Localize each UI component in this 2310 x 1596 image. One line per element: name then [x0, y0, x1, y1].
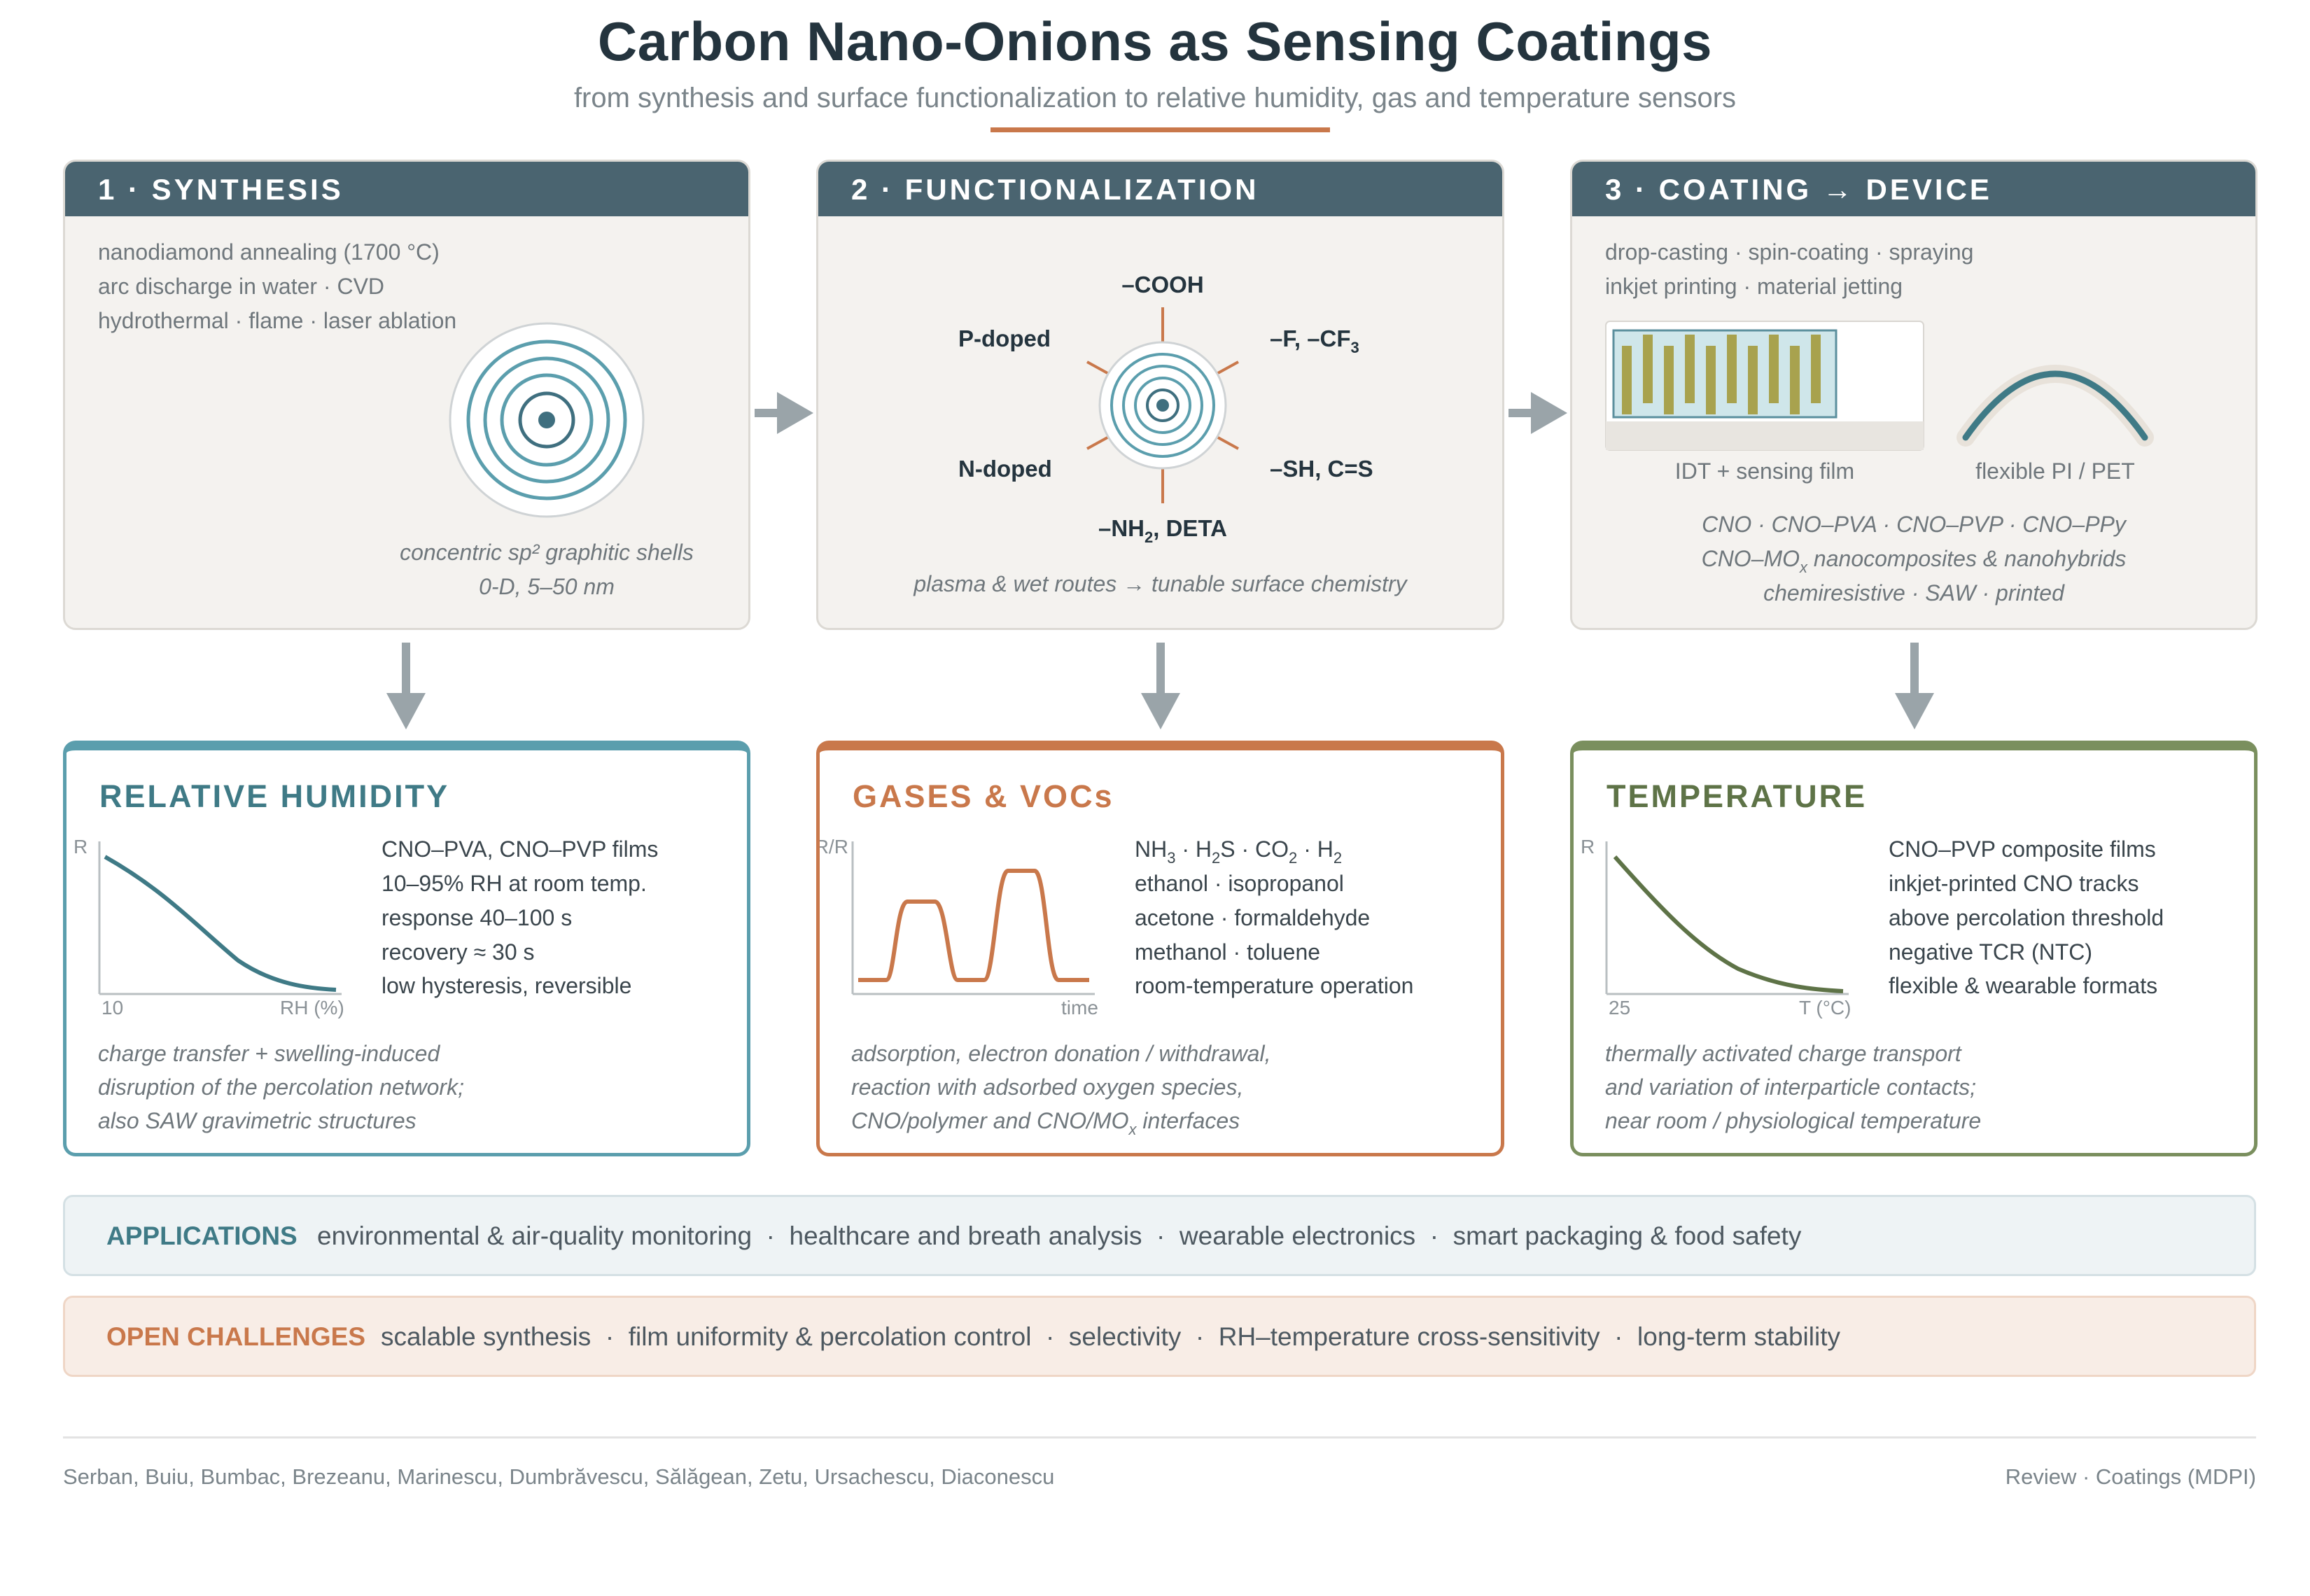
- synthesis-header: 1 · SYNTHESIS: [65, 162, 748, 216]
- group-fluorine-label: –F, –CF3: [1270, 326, 1359, 356]
- synthesis-caption: concentric sp² graphitic shells: [400, 540, 694, 565]
- temperature-note: near room / physiological temperature: [1605, 1108, 1982, 1133]
- functionalized-onion-icon: [1086, 307, 1239, 503]
- title-underline: [990, 127, 1330, 132]
- humidity-response-plot: [98, 841, 342, 995]
- temperature-fact: negative TCR (NTC): [1889, 939, 2093, 965]
- gases-fact: room-temperature operation: [1135, 973, 1414, 998]
- temperature-response-plot: [1605, 841, 1849, 995]
- sensor-types: chemiresistive · SAW · printed: [1763, 580, 2064, 606]
- functionalization-caption: plasma & wet routes → tunable surface ch…: [913, 571, 1407, 596]
- coating-method: drop-casting · spin-coating · spraying: [1605, 239, 1974, 265]
- composites-list: CNO · CNO–PVA · CNO–PVP · CNO–PPy: [1702, 512, 2126, 537]
- humidity-title: RELATIVE HUMIDITY: [99, 778, 450, 814]
- nano-onion-icon: [449, 322, 645, 518]
- flexible-substrate-icon: [1956, 365, 2154, 447]
- functionalization-panel: 2 · FUNCTIONALIZATION –COOH P-doped –F, …: [816, 160, 1504, 630]
- idt-label: IDT + sensing film: [1674, 458, 1855, 484]
- humidity-note: disruption of the percolation network;: [98, 1074, 464, 1100]
- synthesis-method: arc discharge in water · CVD: [98, 274, 385, 299]
- functionalization-header: 2 · FUNCTIONALIZATION: [818, 162, 1502, 216]
- temperature-fact: above percolation threshold: [1889, 905, 2164, 930]
- group-n-doped-label: N-doped: [958, 456, 1052, 482]
- arrow-down-icon: [386, 643, 426, 729]
- coating-method: inkjet printing · material jetting: [1605, 274, 1903, 299]
- device-panel: 3 · COATING → DEVICE drop-casting · spin…: [1570, 160, 2258, 630]
- gases-note: adsorption, electron donation / withdraw…: [851, 1041, 1271, 1066]
- temperature-note: and variation of interparticle contacts;: [1605, 1074, 1977, 1100]
- temperature-title: TEMPERATURE: [1606, 778, 1868, 814]
- nanohybrids-label: CNO–MOx nanocomposites & nanohybrids: [1701, 546, 2127, 576]
- humidity-fact: low hysteresis, reversible: [382, 973, 632, 998]
- arrow-right-icon: [755, 392, 813, 434]
- synthesis-size: 0-D, 5–50 nm: [479, 574, 615, 599]
- humidity-x-tick: 10: [102, 997, 124, 1018]
- challenges-band: OPEN CHALLENGES scalable synthesis · fil…: [63, 1296, 2256, 1377]
- gases-fact: methanol · toluene: [1135, 939, 1321, 965]
- temperature-note: thermally activated charge transport: [1605, 1041, 1961, 1066]
- temperature-panel: TEMPERATURE R 25 T (°C) CNO–PVP composit…: [1570, 741, 2258, 1156]
- gases-title: GASES & VOCs: [853, 778, 1114, 814]
- arrow-down-icon: [1895, 643, 1934, 729]
- temperature-x-tick: 25: [1609, 997, 1631, 1018]
- humidity-note: also SAW gravimetric structures: [98, 1108, 416, 1133]
- applications-band: APPLICATIONS environmental & air-quality…: [63, 1195, 2256, 1276]
- humidity-y-axis-label: R: [74, 836, 88, 858]
- humidity-fact: 10–95% RH at room temp.: [382, 871, 647, 896]
- humidity-fact: CNO–PVA, CNO–PVP films: [382, 836, 659, 862]
- challenges-label: OPEN CHALLENGES: [106, 1322, 366, 1351]
- gases-fact: acetone · formaldehyde: [1135, 905, 1371, 930]
- arrow-down-icon: [1141, 643, 1180, 729]
- flexible-label: flexible PI / PET: [1975, 458, 2135, 484]
- challenges-list: scalable synthesis · film uniformity & p…: [381, 1322, 1840, 1351]
- gases-note: CNO/polymer and CNO/MOx interfaces: [851, 1108, 1240, 1138]
- applications-list: environmental & air-quality monitoring ·…: [317, 1222, 1802, 1250]
- idt-sensor-icon: [1605, 321, 1924, 451]
- synthesis-method: nanodiamond annealing (1700 °C): [98, 239, 440, 265]
- page-subtitle: from synthesis and surface functionaliza…: [573, 83, 1737, 113]
- gas-species-list: NH3 · H2S · CO2 · H2: [1135, 836, 1343, 867]
- footer-divider: [63, 1436, 2256, 1438]
- temperature-fact: flexible & wearable formats: [1889, 973, 2158, 998]
- temperature-x-axis-label: T (°C): [1799, 997, 1851, 1018]
- group-amine-label: –NH2, DETA: [1098, 515, 1227, 546]
- group-cooh-label: –COOH: [1121, 272, 1204, 298]
- humidity-fact: response 40–100 s: [382, 905, 573, 930]
- temperature-fact: inkjet-printed CNO tracks: [1889, 871, 2139, 896]
- synthesis-panel: 1 · SYNTHESIS nanodiamond annealing (170…: [63, 160, 750, 630]
- temperature-fact: CNO–PVP composite films: [1889, 836, 2156, 862]
- temperature-y-axis-label: R: [1581, 836, 1595, 858]
- synthesis-method: hydrothermal · flame · laser ablation: [98, 308, 457, 333]
- gases-note: reaction with adsorbed oxygen species,: [851, 1074, 1244, 1100]
- device-heading: 3 · COATING → DEVICE: [1605, 173, 1992, 206]
- gases-panel: GASES & VOCs ΔR/R time NH3 · H2S · CO2 ·…: [816, 741, 1504, 1156]
- synthesis-heading: 1 · SYNTHESIS: [98, 173, 344, 206]
- group-thiol-label: –SH, C=S: [1270, 456, 1373, 482]
- humidity-note: charge transfer + swelling-induced: [98, 1041, 440, 1066]
- page-title: Carbon Nano-Onions as Sensing Coatings: [597, 10, 1713, 72]
- device-header: 3 · COATING → DEVICE: [1572, 162, 2255, 216]
- humidity-x-axis-label: RH (%): [280, 997, 344, 1018]
- footer-authors: Serban, Buiu, Bumbac, Brezeanu, Marinesc…: [63, 1464, 1055, 1489]
- applications-label: APPLICATIONS: [106, 1222, 298, 1250]
- gases-response-plot: [851, 841, 1095, 995]
- humidity-panel: RELATIVE HUMIDITY R 10 RH (%) CNO–PVA, C…: [63, 741, 750, 1156]
- functionalization-heading: 2 · FUNCTIONALIZATION: [851, 173, 1259, 206]
- group-p-doped-label: P-doped: [958, 326, 1051, 351]
- gases-y-axis-label: ΔR/R: [820, 836, 848, 858]
- gases-x-axis-label: time: [1061, 997, 1098, 1018]
- footer-source: Review · Coatings (MDPI): [2005, 1464, 2256, 1489]
- gases-fact: ethanol · isopropanol: [1135, 871, 1344, 896]
- arrow-right-icon: [1508, 392, 1567, 434]
- humidity-fact: recovery ≈ 30 s: [382, 939, 535, 965]
